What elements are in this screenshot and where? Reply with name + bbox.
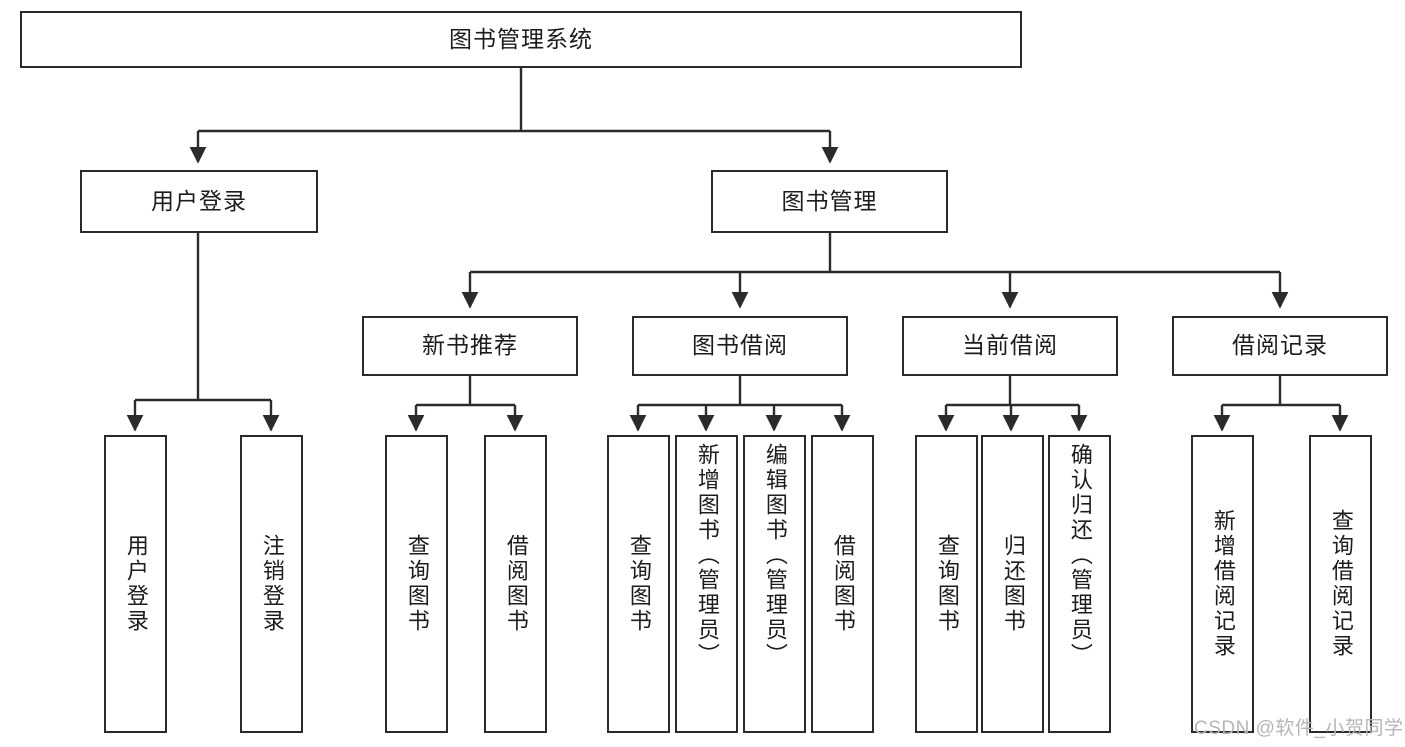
- node-new-book-recommend[interactable]: 新书推荐: [362, 316, 578, 376]
- node-label: 查询图书: [934, 534, 960, 634]
- node-label: 借阅图书: [503, 534, 529, 634]
- node-label: 图书借阅: [692, 332, 788, 359]
- node-user-login[interactable]: 用户登录: [80, 170, 318, 233]
- node-label: 用户登录: [151, 187, 247, 214]
- node-book-borrow[interactable]: 图书借阅: [632, 316, 848, 376]
- node-leaf-add-borrow-record[interactable]: 新增借阅记录: [1191, 435, 1254, 733]
- node-label: 借阅图书: [830, 534, 856, 634]
- node-leaf-borrow-book[interactable]: 借阅图书: [811, 435, 874, 733]
- node-borrow-record[interactable]: 借阅记录: [1172, 316, 1388, 376]
- node-leaf-logout[interactable]: 注销登录: [240, 435, 303, 733]
- node-label: 新书推荐: [422, 332, 518, 359]
- node-label: 新增图书（管理员）: [694, 443, 720, 668]
- node-label: 图书管理系统: [449, 25, 593, 52]
- node-leaf-return-book[interactable]: 归还图书: [981, 435, 1044, 733]
- node-book-management[interactable]: 图书管理: [711, 170, 948, 233]
- node-root-book-management-system[interactable]: 图书管理系统: [20, 11, 1022, 68]
- node-leaf-confirm-return[interactable]: 确认归还（管理员）: [1048, 435, 1111, 733]
- node-label: 新增借阅记录: [1210, 509, 1236, 659]
- node-leaf-user-login[interactable]: 用户登录: [104, 435, 167, 733]
- node-leaf-borrow-book-recommend[interactable]: 借阅图书: [484, 435, 547, 733]
- node-label: 确认归还（管理员）: [1067, 443, 1093, 668]
- node-label: 查询借阅记录: [1328, 509, 1354, 659]
- node-label: 编辑图书（管理员）: [762, 443, 788, 668]
- node-leaf-query-book-current[interactable]: 查询图书: [915, 435, 978, 733]
- node-label: 归还图书: [1000, 534, 1026, 634]
- node-label: 用户登录: [123, 534, 149, 634]
- node-label: 注销登录: [259, 534, 285, 634]
- node-label: 借阅记录: [1232, 332, 1328, 359]
- node-leaf-edit-book[interactable]: 编辑图书（管理员）: [743, 435, 806, 733]
- node-leaf-query-book-borrow[interactable]: 查询图书: [607, 435, 670, 733]
- node-current-borrow[interactable]: 当前借阅: [902, 316, 1118, 376]
- node-leaf-add-book[interactable]: 新增图书（管理员）: [675, 435, 738, 733]
- node-label: 当前借阅: [962, 332, 1058, 359]
- node-leaf-query-borrow-record[interactable]: 查询借阅记录: [1309, 435, 1372, 733]
- node-leaf-query-book-recommend[interactable]: 查询图书: [385, 435, 448, 733]
- node-label: 查询图书: [626, 534, 652, 634]
- watermark-text: CSDN @软件_小贺同学: [1194, 718, 1404, 739]
- node-label: 图书管理: [781, 187, 878, 214]
- node-label: 查询图书: [404, 534, 430, 634]
